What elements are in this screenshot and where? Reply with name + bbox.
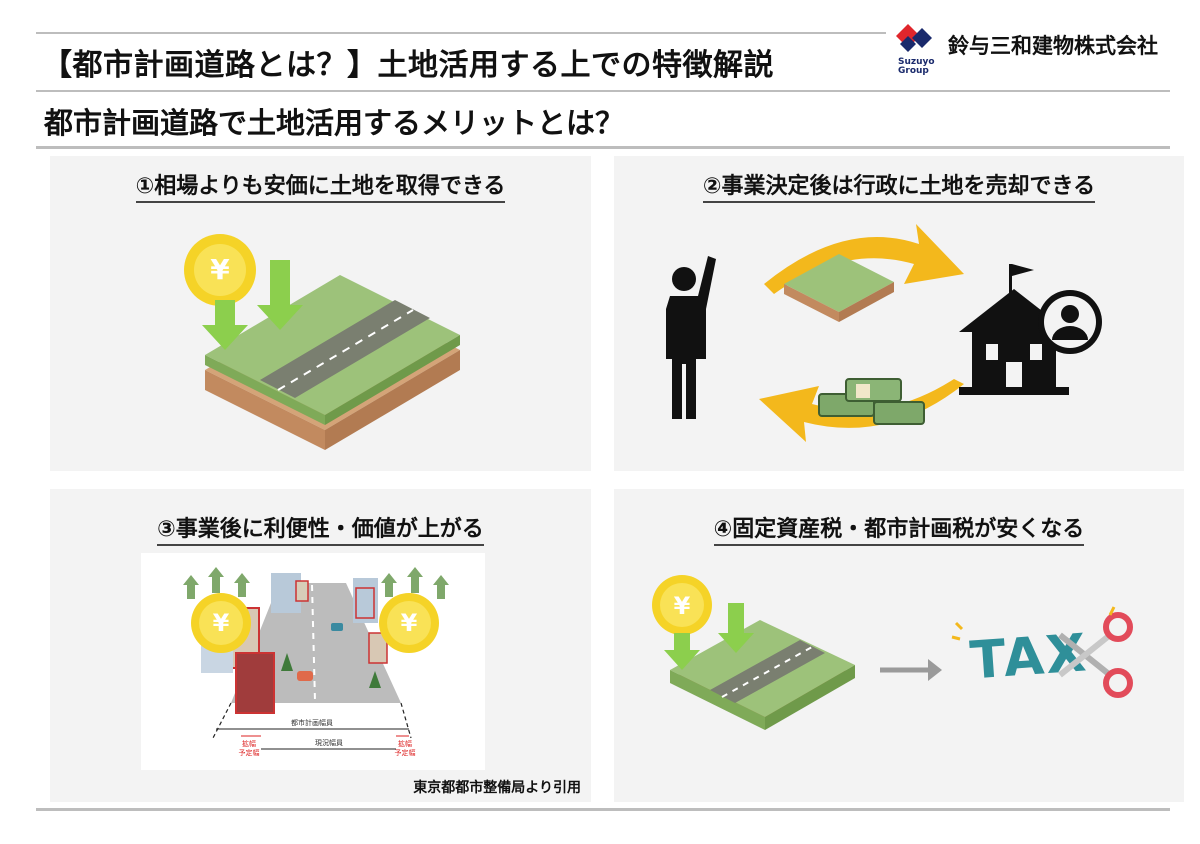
- top-rule: [36, 32, 886, 34]
- right-arrow-icon: [928, 659, 942, 681]
- right-widening-label-1: 拡幅: [398, 739, 412, 748]
- panel-lower-taxes: ④固定資産税・都市計画税が安くなる ¥ TAX: [614, 489, 1184, 802]
- person-icon: [666, 256, 716, 419]
- yen-symbol: ¥: [213, 609, 230, 637]
- logo-sub-line1: Suzuyo: [898, 57, 935, 67]
- official-person-icon: [1038, 290, 1102, 354]
- yen-symbol: ¥: [210, 253, 230, 286]
- section-subtitle: 都市計画道路で土地活用するメリットとは？: [44, 106, 625, 140]
- money-stack-icon: [818, 378, 925, 425]
- tax-cut-illustration: ¥ TAX: [652, 575, 1133, 730]
- down-arrow-icon: [664, 633, 700, 670]
- suzuyo-logo-icon: [896, 24, 932, 52]
- down-arrow-icon: [257, 260, 303, 330]
- land-tile-icon: [784, 254, 894, 322]
- subtitle-rule: [36, 146, 1170, 149]
- land-road-illustration: ¥: [184, 234, 460, 450]
- logo-sub-line2: Group: [898, 66, 929, 76]
- page-title: 【都市計画道路とは？】土地活用する上での特徴解説: [42, 48, 774, 83]
- down-arrow-icon: [718, 603, 754, 653]
- road-widening-diagram: ¥ ¥ 都市計画幅員 現況幅員 拡幅 予定幅 拡幅 予定幅: [141, 553, 485, 770]
- title-bar: 【都市計画道路とは？】土地活用する上での特徴解説: [36, 34, 896, 90]
- header-rule: [36, 90, 1170, 92]
- left-widening-label-1: 拡幅: [242, 739, 256, 748]
- panel-heading-text: ④固定資産税・都市計画税が安くなる: [713, 511, 1085, 546]
- up-arrow-icon: [183, 567, 449, 599]
- panel-heading-text: ③事業後に利便性・価値が上がる: [157, 511, 484, 546]
- left-widening-label-2: 予定幅: [239, 748, 260, 757]
- panel-heading: ①相場よりも安価に土地を取得できる: [50, 168, 591, 203]
- source-citation: 東京都都市整備局より引用: [413, 780, 581, 796]
- yen-symbol: ¥: [674, 592, 691, 620]
- tax-word: TAX: [968, 623, 1090, 691]
- panel-value-increase: ③事業後に利便性・価値が上がる ¥ ¥: [50, 489, 591, 802]
- land-sale-cycle-illustration: [666, 224, 1102, 442]
- current-width-label: 現況幅員: [315, 738, 343, 747]
- panel-cheap-acquisition: ①相場よりも安価に土地を取得できる ¥: [50, 156, 591, 471]
- panel-heading-text: ①相場よりも安価に土地を取得できる: [135, 168, 506, 203]
- panel-heading-text: ②事業決定後は行政に土地を売却できる: [702, 168, 1096, 203]
- panel-heading: ③事業後に利便性・価値が上がる: [50, 511, 591, 546]
- down-arrow-icon: [202, 300, 248, 350]
- yen-symbol: ¥: [401, 609, 418, 637]
- panel-heading: ④固定資産税・都市計画税が安くなる: [614, 511, 1184, 546]
- company-logo: Suzuyo Group 鈴与三和建物株式会社: [894, 22, 1184, 82]
- panel-sell-to-government: ②事業決定後は行政に土地を売却できる: [614, 156, 1184, 471]
- curved-arrow-icon: [764, 224, 964, 294]
- right-widening-label-2: 予定幅: [395, 748, 416, 757]
- panel-heading: ②事業決定後は行政に土地を売却できる: [614, 168, 1184, 203]
- scissors-icon: [1058, 612, 1133, 698]
- bottom-rule: [36, 808, 1170, 811]
- company-name: 鈴与三和建物株式会社: [948, 34, 1158, 58]
- planned-width-label: 都市計画幅員: [291, 718, 333, 727]
